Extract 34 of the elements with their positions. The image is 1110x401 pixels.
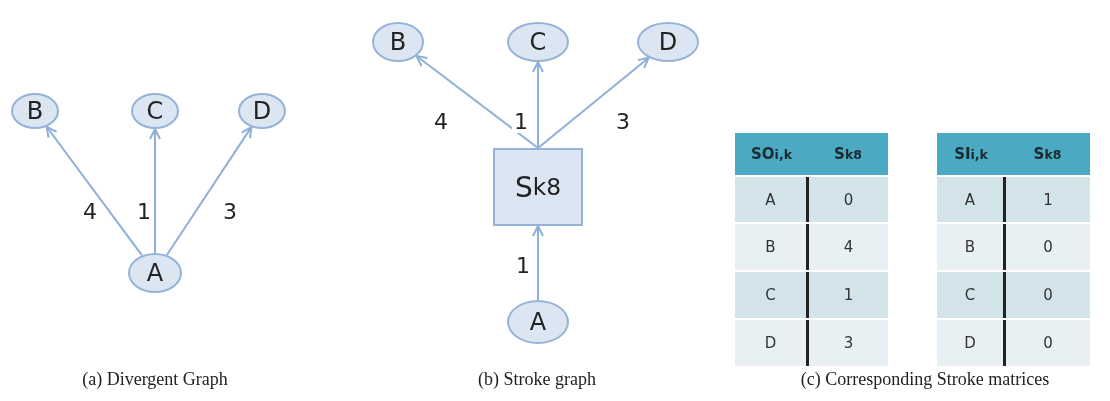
ellipse-node: B	[372, 22, 424, 62]
table-cell: D	[937, 320, 1005, 366]
caption: (b) Stroke graph	[478, 369, 596, 390]
ellipse-node: C	[507, 22, 569, 62]
table-cell: C	[735, 272, 808, 318]
table-cell: 1	[1005, 177, 1090, 222]
table-cell: B	[735, 224, 808, 270]
arrow	[149, 128, 161, 254]
arrow	[532, 225, 544, 301]
caption: (c) Corresponding Stroke matrices	[800, 369, 1050, 390]
ellipse-node: D	[238, 93, 286, 129]
table-cell: 3	[808, 320, 888, 366]
arrow	[537, 56, 650, 149]
ellipse-node: A	[128, 253, 182, 293]
table-cell: 0	[1005, 224, 1090, 270]
arrow	[415, 55, 539, 149]
table-cell: 0	[808, 177, 888, 222]
table-cell: A	[937, 177, 1005, 222]
ellipse-node: B	[11, 93, 59, 129]
arrow	[532, 61, 544, 149]
table-cell: 4	[808, 224, 888, 270]
table-cell: 1	[808, 272, 888, 318]
arrow	[165, 126, 253, 257]
table-cell: A	[735, 177, 808, 222]
ellipse-node: C	[131, 93, 179, 129]
table-cell: D	[735, 320, 808, 366]
table-cell: C	[937, 272, 1005, 318]
table-cell: B	[937, 224, 1005, 270]
table-cell: 0	[1005, 320, 1090, 366]
ellipse-node: A	[507, 300, 569, 344]
arrow	[45, 125, 143, 257]
ellipse-node: D	[637, 22, 699, 62]
caption: (a) Divergent Graph	[82, 369, 228, 390]
table-cell: 0	[1005, 272, 1090, 318]
